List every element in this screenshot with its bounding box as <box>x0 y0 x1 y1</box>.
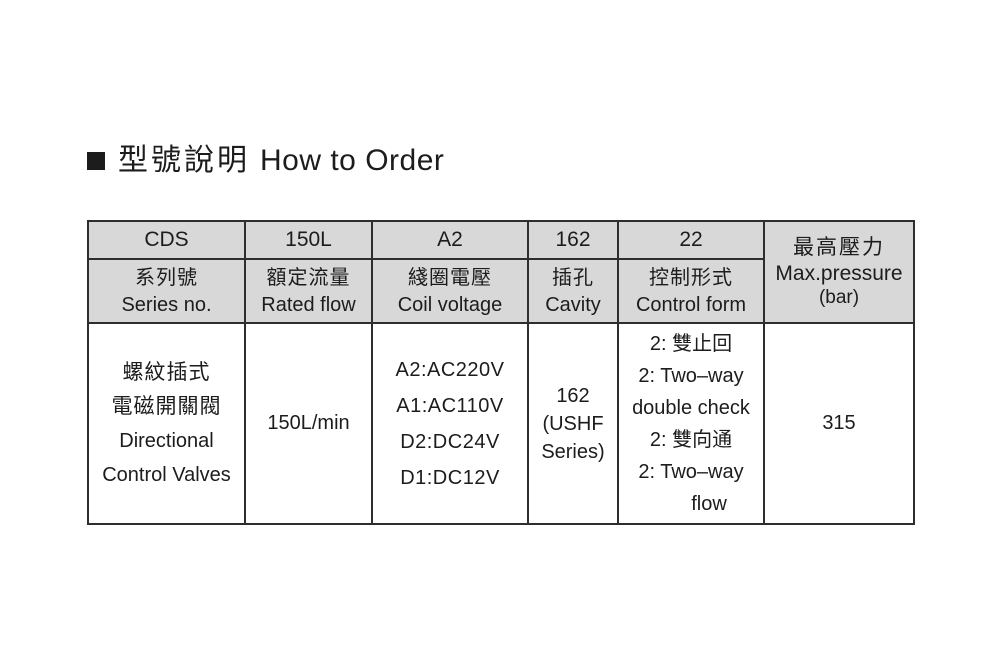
table-body-row: 螺紋插式 電磁開關閥 Directional Control Valves 15… <box>87 322 915 525</box>
header-cell-flow: 額定流量 Rated flow <box>244 258 373 324</box>
body-cell-voltage: A2:AC220V A1:AC110V D2:DC24V D1:DC12V <box>371 322 529 525</box>
header-cell-series: 系列號 Series no. <box>87 258 246 324</box>
code-cell-voltage: A2 <box>371 220 529 260</box>
body-cell-control: 2: 雙止回 2: Two–way double check 2: 雙向通 2:… <box>617 322 765 525</box>
section-title: 型號說明 How to Order <box>87 143 444 179</box>
code-cell-flow: 150L <box>244 220 373 260</box>
header-cell-pressure: 最高壓力 Max.pressure (bar) <box>763 220 915 324</box>
pressure-header-unit: (bar) <box>818 287 860 308</box>
section-title-en: How to Order <box>260 144 445 177</box>
section-bullet-icon <box>87 152 105 170</box>
model-code-row: CDS 150L A2 162 22 最高壓力 Max.pressure (ba… <box>87 220 915 324</box>
body-cell-flow: 150L/min <box>244 322 373 525</box>
header-cell-voltage: 綫圈電壓 Coil voltage <box>371 258 529 324</box>
code-cell-series: CDS <box>87 220 246 260</box>
code-cell-cavity: 162 <box>527 220 619 260</box>
how-to-order-table: CDS 150L A2 162 22 最高壓力 Max.pressure (ba… <box>87 220 915 525</box>
column-label-row: 系列號 Series no. 額定流量 Rated flow 綫圈電壓 Coil… <box>87 258 914 324</box>
pressure-header-zh: 最高壓力 <box>793 236 885 259</box>
section-title-zh: 型號說明 <box>118 144 250 177</box>
body-cell-cavity: 162 (USHF Series) <box>527 322 619 525</box>
code-cell-control: 22 <box>617 220 765 260</box>
header-cell-cavity: 插孔 Cavity <box>527 258 619 324</box>
pressure-header-en: Max.pressure <box>775 262 903 285</box>
body-cell-pressure: 315 <box>763 322 915 525</box>
header-cell-control: 控制形式 Control form <box>617 258 765 324</box>
body-cell-series: 螺紋插式 電磁開關閥 Directional Control Valves <box>87 322 246 525</box>
